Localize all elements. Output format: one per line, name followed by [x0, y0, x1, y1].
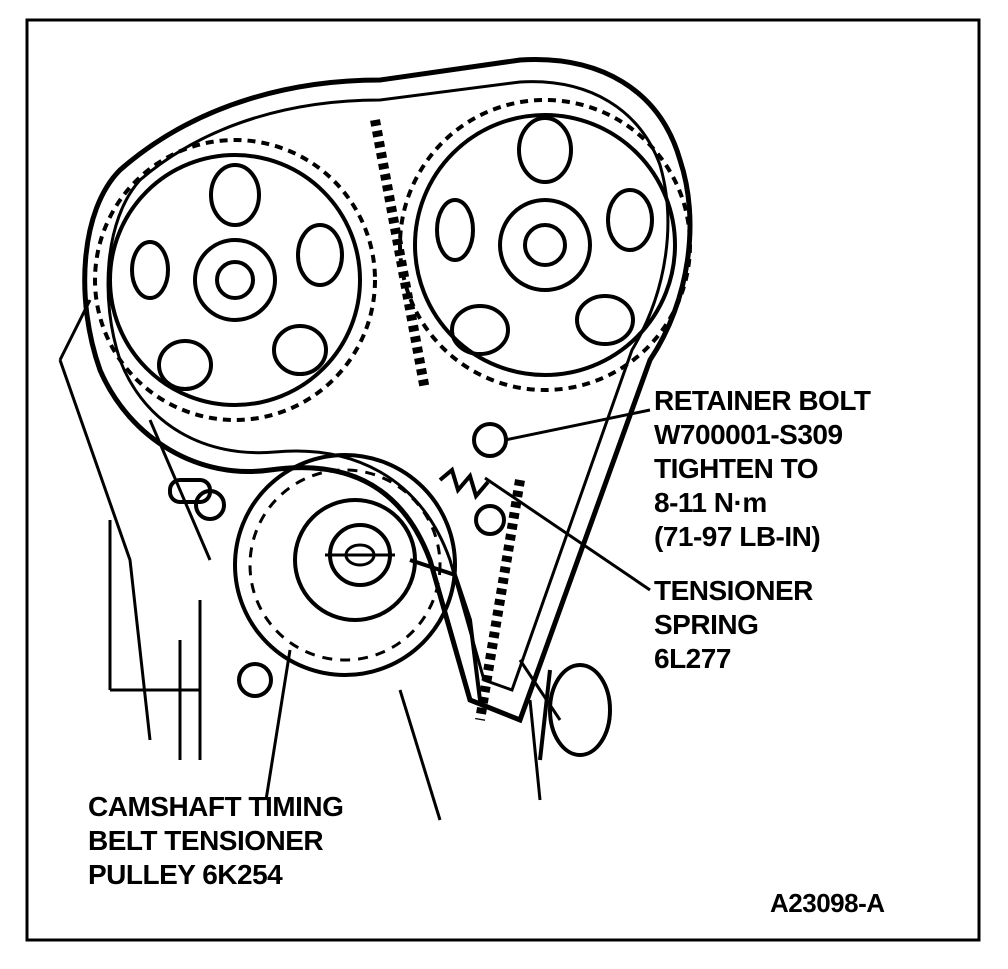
- retainer-bolt-callout: RETAINER BOLT W700001-S309 TIGHTEN TO 8-…: [654, 384, 871, 554]
- tensioner-spring-line1: TENSIONER: [654, 575, 813, 606]
- belt-teeth: [370, 119, 525, 721]
- leader-lines: [264, 408, 651, 801]
- retainer-bolt-line4: 8-11 N·m: [654, 487, 767, 518]
- tensioner-spring-callout: TENSIONER SPRING 6L277: [654, 574, 813, 676]
- tensioner-pulley-callout: CAMSHAFT TIMING BELT TENSIONER PULLEY 6K…: [88, 790, 344, 892]
- retainer-bolt-line3: TIGHTEN TO: [654, 453, 819, 484]
- retainer-bolt-line5: (71-97 LB-IN): [654, 521, 821, 552]
- retainer-bolt: [472, 422, 508, 458]
- lower-right-component: [538, 663, 612, 761]
- figure-frame: [25, 18, 981, 942]
- figure-id: A23098-A: [770, 888, 885, 918]
- tensioner-pulley-line2: BELT TENSIONER: [88, 825, 324, 856]
- tensioner-pulley-line3: PULLEY 6K254: [88, 859, 283, 890]
- right-camshaft-sprocket: [398, 98, 692, 392]
- tensioner-pulley-leader: [264, 649, 292, 801]
- left-camshaft-sprocket: [93, 138, 377, 422]
- tensioner-spring-line2: SPRING: [654, 609, 759, 640]
- tensioner-spring-leader: [484, 476, 651, 592]
- retainer-bolt-line2: W700001-S309: [654, 419, 843, 450]
- retainer-bolt-leader: [504, 408, 651, 442]
- tensioner-spring-line3: 6L277: [654, 643, 731, 674]
- retainer-bolt-line1: RETAINER BOLT: [654, 385, 871, 416]
- tensioner-spring: [409, 466, 490, 701]
- tensioner-pulley-line1: CAMSHAFT TIMING: [88, 791, 344, 822]
